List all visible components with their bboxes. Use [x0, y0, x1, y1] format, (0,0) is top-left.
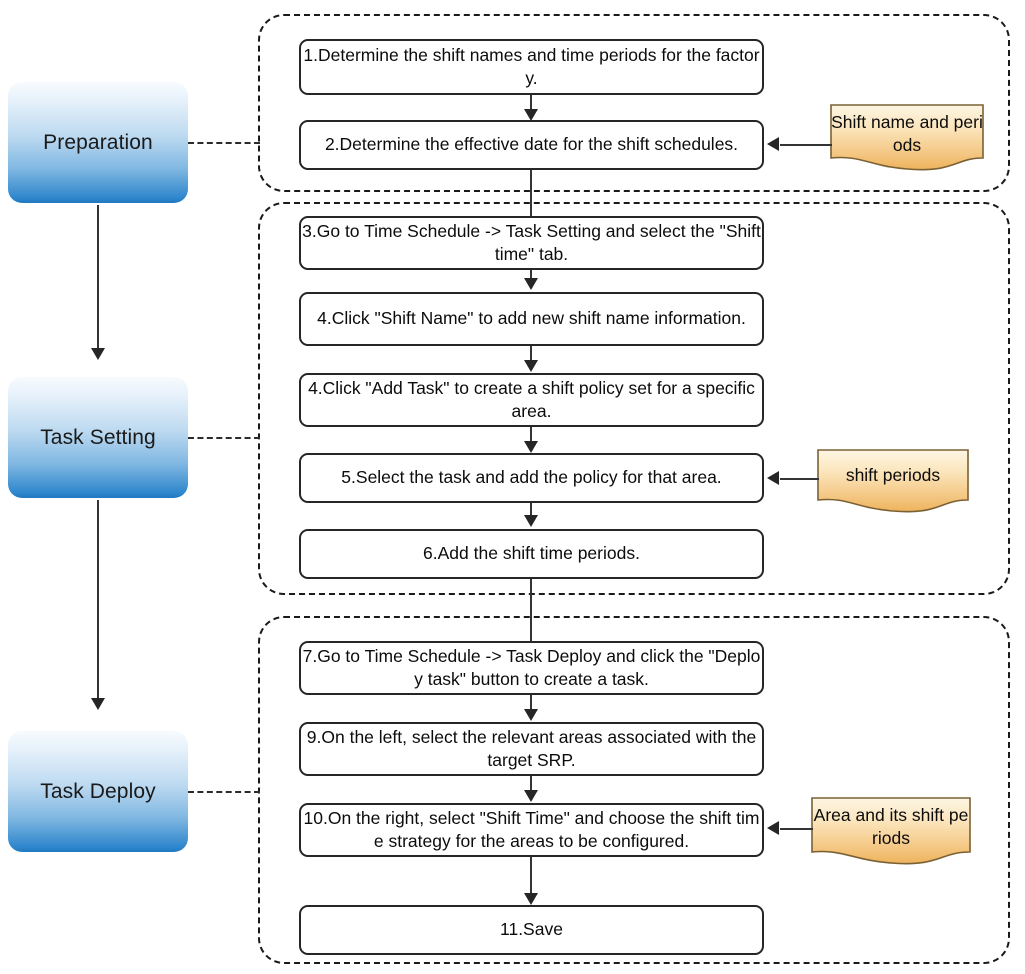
- step-connector-line-7-9: [530, 695, 532, 711]
- note-connector-arrow-1: [767, 137, 779, 151]
- phase-leader-task-deploy: [188, 791, 260, 793]
- phase-connector-line-2: [97, 500, 99, 700]
- step-box-3[interactable]: 3.Go to Time Schedule -> Task Setting an…: [299, 216, 764, 270]
- step-connector-line-9-10: [530, 776, 532, 792]
- step-connector-arrow-1-2: [524, 109, 538, 121]
- step-box-9[interactable]: 9.On the left, select the relevant areas…: [299, 722, 764, 776]
- phase-task-deploy[interactable]: Task Deploy: [8, 731, 188, 852]
- note-connector-line-1: [780, 144, 832, 146]
- phase-connector-arrow-1: [91, 348, 105, 360]
- note-shift-name-and-periods[interactable]: Shift name and periods: [830, 104, 984, 171]
- step-connector-line-10-11: [530, 857, 532, 895]
- step-box-2[interactable]: 2.Determine the effective date for the s…: [299, 120, 764, 170]
- note-connector-line-3: [780, 828, 813, 830]
- step-text: 4.Click "Add Task" to create a shift pol…: [308, 377, 755, 421]
- phase-connector-arrow-2: [91, 698, 105, 710]
- step-connector-arrow-3-4a: [524, 278, 538, 290]
- phase-leader-task-setting: [188, 437, 260, 439]
- phase-leader-preparation: [188, 142, 260, 144]
- step-box-6[interactable]: 6.Add the shift time periods.: [299, 529, 764, 579]
- group-preparation: [258, 14, 1010, 192]
- note-shape-icon: [811, 797, 971, 865]
- note-text: shift periods: [845, 465, 941, 485]
- step-box-4a[interactable]: 4.Click "Shift Name" to add new shift na…: [299, 292, 764, 346]
- phase-label: Preparation: [43, 130, 153, 154]
- group-task-deploy: [258, 616, 1010, 964]
- step-text: 7.Go to Time Schedule -> Task Deploy and…: [302, 645, 761, 689]
- note-shape-icon: [817, 449, 969, 513]
- step-text: 4.Click "Shift Name" to add new shift na…: [317, 308, 746, 329]
- step-connector-line-3-4a: [530, 270, 532, 280]
- step-connector-arrow-4b-5: [524, 441, 538, 453]
- step-connector-arrow-9-10: [524, 790, 538, 802]
- phase-task-setting[interactable]: Task Setting: [8, 377, 188, 498]
- step-box-1[interactable]: 1.Determine the shift names and time per…: [299, 39, 764, 95]
- note-connector-arrow-2: [767, 471, 779, 485]
- step-box-10[interactable]: 10.On the right, select "Shift Time" and…: [299, 803, 764, 857]
- step-text: 10.On the right, select "Shift Time" and…: [303, 807, 760, 851]
- step-text: 3.Go to Time Schedule -> Task Setting an…: [302, 220, 761, 264]
- step-box-11[interactable]: 11.Save: [299, 905, 764, 955]
- note-shape-icon: [830, 104, 984, 171]
- step-connector-line-4a-4b: [530, 346, 532, 362]
- step-connector-arrow-7-9: [524, 709, 538, 721]
- step-connector-line-1-2: [530, 95, 532, 111]
- note-text: Shift name and periods: [831, 112, 983, 155]
- phase-label: Task Deploy: [40, 779, 156, 803]
- step-text: 6.Add the shift time periods.: [423, 543, 640, 564]
- phase-label: Task Setting: [40, 425, 156, 449]
- note-text: Area and its shift periods: [813, 805, 969, 848]
- step-connector-arrow-5-6: [524, 515, 538, 527]
- step-text: 1.Determine the shift names and time per…: [303, 44, 760, 88]
- step-box-4b[interactable]: 4.Click "Add Task" to create a shift pol…: [299, 373, 764, 427]
- step-text: 11.Save: [500, 919, 563, 940]
- step-box-5[interactable]: 5.Select the task and add the policy for…: [299, 453, 764, 503]
- group-task-setting: [258, 202, 1010, 595]
- step-text: 2.Determine the effective date for the s…: [324, 134, 739, 155]
- note-connector-line-2: [780, 478, 819, 480]
- note-connector-arrow-3: [767, 821, 779, 835]
- step-connector-arrow-10-11: [524, 893, 538, 905]
- step-text: 9.On the left, select the relevant areas…: [306, 726, 757, 770]
- step-connector-line-5-6: [530, 503, 532, 517]
- phase-preparation[interactable]: Preparation: [8, 82, 188, 203]
- phase-connector-line-1: [97, 205, 99, 350]
- step-connector-arrow-4a-4b: [524, 360, 538, 372]
- note-shift-periods[interactable]: shift periods: [817, 449, 969, 513]
- group-connector-line-2-3: [530, 579, 532, 645]
- step-box-7[interactable]: 7.Go to Time Schedule -> Task Deploy and…: [299, 641, 764, 695]
- note-area-and-its-shift-periods[interactable]: Area and its shift periods: [811, 797, 971, 865]
- group-connector-line-1-2: [530, 170, 532, 239]
- step-text: 5.Select the task and add the policy for…: [341, 467, 722, 488]
- step-connector-line-4b-5: [530, 427, 532, 443]
